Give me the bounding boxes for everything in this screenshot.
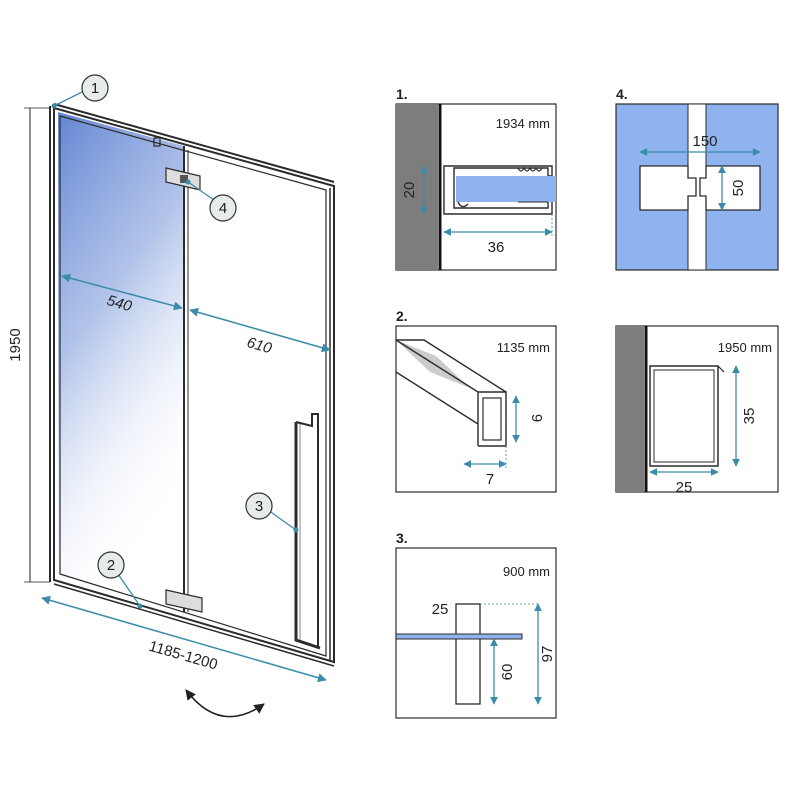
- detail-4-dim-a: 150: [692, 133, 717, 150]
- detail-2-handle-bar: 2. 1135 mm 9 7: [395, 308, 557, 493]
- detail-4-header: 4.: [616, 86, 628, 102]
- detail-5-length: 1950 mm: [718, 340, 772, 355]
- swing-direction-arrow: [185, 689, 265, 718]
- detail-2-header: 2.: [396, 308, 408, 324]
- detail-5-side-profile: 1950 mm 35 25: [615, 325, 779, 496]
- detail-3-length: 900 mm: [503, 564, 550, 579]
- width-label: 1185-1200: [147, 638, 220, 674]
- detail-3-dim-b: 60: [499, 664, 516, 681]
- detail-3-bottom-seal: 3. 900 mm 25 60 97: [395, 530, 557, 719]
- callout-1: 1: [51, 74, 109, 109]
- detail-1-length: 1934 mm: [496, 116, 550, 131]
- callout-2: 2: [97, 551, 143, 609]
- detail-4-hinge: 4. 150 50: [615, 86, 779, 271]
- detail-3-header: 3.: [396, 530, 408, 546]
- callout-4-number: 4: [219, 200, 227, 217]
- callout-3-number: 3: [255, 498, 263, 515]
- detail-2-length: 1135 mm: [497, 340, 550, 355]
- detail-5-dim-a: 35: [741, 408, 758, 425]
- fixed-panel-width-dimension: 540: [61, 273, 183, 315]
- callout-2-number: 2: [107, 557, 115, 574]
- detail-2-dim-a: 9: [528, 414, 545, 422]
- main-door-drawing: 1950 1185-1200 540 610 1: [7, 74, 335, 718]
- detail-1-wall-profile: 1. 1934 mm 20 36: [395, 86, 557, 271]
- fixed-panel-width-label: 540: [105, 292, 134, 315]
- detail-3-dim-c: 97: [539, 646, 556, 663]
- door-handle: [294, 413, 321, 650]
- detail-4-dim-b: 50: [730, 180, 747, 197]
- callout-3: 3: [245, 492, 299, 533]
- height-dimension: 1950: [7, 107, 50, 583]
- callout-1-number: 1: [91, 80, 99, 97]
- detail-5-dim-b: 25: [676, 479, 693, 496]
- detail-2-dim-b: 7: [486, 471, 494, 488]
- door-width-label: 610: [245, 334, 274, 357]
- detail-1-header: 1.: [396, 86, 408, 102]
- height-label: 1950: [7, 328, 24, 361]
- detail-1-dim-b: 36: [488, 239, 505, 256]
- fixed-glass-panel: [58, 112, 184, 610]
- door-width-dimension: 610: [189, 307, 331, 357]
- detail-1-dim-a: 20: [401, 182, 418, 199]
- detail-3-dim-a: 25: [432, 601, 449, 618]
- callout-4: 4: [185, 179, 237, 222]
